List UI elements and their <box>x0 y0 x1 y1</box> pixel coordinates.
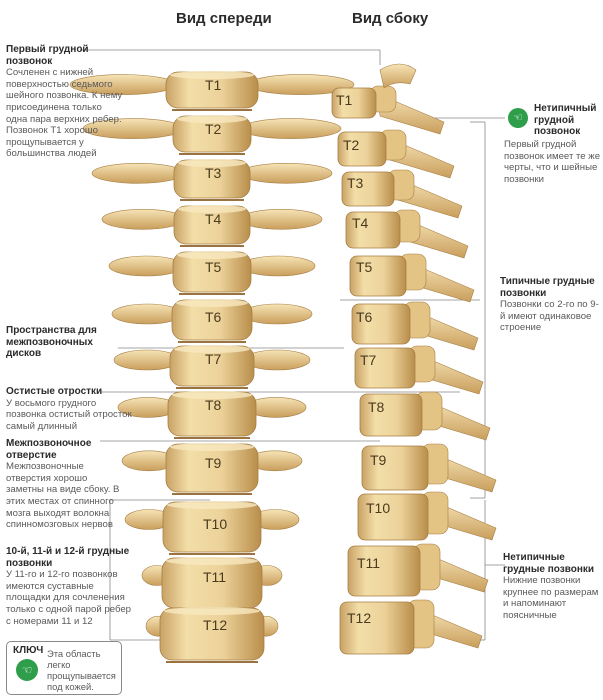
annotation-text: Позвонки со 2-го по 9-й имеют одинаковое… <box>500 299 599 334</box>
annotation-spinous-processes: Остистые отростки У восьмого грудного по… <box>6 386 136 432</box>
front-label-t12: T12 <box>203 617 228 633</box>
side-label-t6: T6 <box>356 309 373 325</box>
annotation-intervertebral-foramen: Межпозвоночное отверстие Межпозвоночные … <box>6 438 124 531</box>
front-label-t7: T7 <box>205 351 222 367</box>
front-label-t2: T2 <box>205 121 222 137</box>
annotation-title: Пространства для межпозвоночных дисков <box>6 325 97 360</box>
palpable-icon: ☜ <box>508 108 528 128</box>
annotation-title: Остистые отростки <box>6 386 103 397</box>
front-label-t1: T1 <box>205 77 222 93</box>
front-label-t6: T6 <box>205 309 222 325</box>
side-label-t9: T9 <box>370 452 387 468</box>
annotation-atypical-first-text: Первый грудной позвонок имеет те же черт… <box>504 139 601 185</box>
annotation-title: Типичные грудные позвонки <box>500 276 595 299</box>
front-label-t10: T10 <box>203 516 228 532</box>
side-label-t8: T8 <box>368 399 385 415</box>
front-label-t11: T11 <box>203 569 227 585</box>
annotation-text: Нижние позвонки крупнее по размерам и на… <box>503 575 599 621</box>
side-label-t3: T3 <box>347 175 364 191</box>
side-label-t10: T10 <box>366 500 391 516</box>
annotation-title: Нетипичный грудной позвонок <box>534 103 597 138</box>
side-label-t2: T2 <box>343 137 360 153</box>
annotation-title: 10-й, 11-й и 12-й грудные позвонки <box>6 546 130 569</box>
annotation-text: У восьмого грудного позвонка остистый от… <box>6 397 132 432</box>
side-spine <box>331 63 497 655</box>
annotation-atypical-lower: Нетипичные грудные позвонки Нижние позво… <box>503 552 600 622</box>
side-view-title: Вид сбоку <box>352 10 429 27</box>
annotation-title: Межпозвоночное отверстие <box>6 438 92 461</box>
annotation-text: Сочленен с нижней поверхностью седьмого … <box>6 67 123 160</box>
front-view-title: Вид спереди <box>176 10 272 27</box>
annotation-text: У 11-го и 12-го позвонков имеются сустав… <box>6 569 132 627</box>
annotation-first-thoracic: Первый грудной позвонок Сочленен с нижне… <box>6 44 124 160</box>
annotation-text: Первый грудной позвонок имеет те же черт… <box>504 139 601 185</box>
side-label-t1: T1 <box>336 92 353 108</box>
annotation-atypical-first: Нетипичный грудной позвонок <box>534 103 602 138</box>
front-spine <box>69 71 355 663</box>
side-label-t4: T4 <box>352 215 369 231</box>
annotation-title: Первый грудной позвонок <box>6 44 89 67</box>
annotation-text: Межпозвоночные отверстия хорошо заметны … <box>6 461 120 531</box>
front-label-t4: T4 <box>205 211 222 227</box>
side-label-t7: T7 <box>360 352 377 368</box>
front-label-t9: T9 <box>205 455 222 471</box>
key-legend: КЛЮЧ ☜ Эта область легко прощупывается п… <box>6 641 122 695</box>
side-label-t12: T12 <box>347 610 372 626</box>
front-label-t5: T5 <box>205 259 222 275</box>
side-label-t5: T5 <box>356 259 373 275</box>
annotation-t10-t12: 10-й, 11-й и 12-й грудные позвонки У 11-… <box>6 546 136 627</box>
palpable-icon: ☜ <box>16 659 38 681</box>
annotation-disc-spaces: Пространства для межпозвоночных дисков <box>6 325 124 360</box>
key-text: Эта область легко прощупывается под коже… <box>47 648 116 692</box>
annotation-title: Нетипичные грудные позвонки <box>503 552 595 575</box>
annotation-typical: Типичные грудные позвонки Позвонки со 2-… <box>500 276 600 334</box>
front-label-t8: T8 <box>205 397 222 413</box>
side-label-t11: T11 <box>357 555 381 571</box>
key-title: КЛЮЧ <box>13 645 44 656</box>
front-label-t3: T3 <box>205 165 222 181</box>
